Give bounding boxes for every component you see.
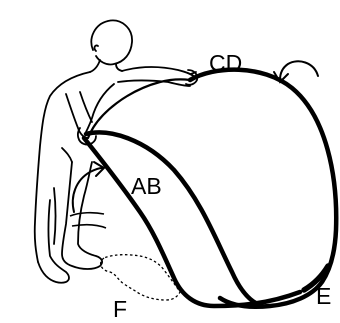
label-e: E bbox=[316, 283, 331, 309]
person-arm-upper bbox=[122, 67, 196, 78]
tent-frame bbox=[84, 70, 336, 307]
fabric-edge bbox=[70, 213, 106, 228]
person-hip bbox=[62, 148, 72, 162]
person-head bbox=[91, 20, 132, 64]
rotation-arrow-ab bbox=[73, 162, 104, 212]
tent-inner-arc bbox=[88, 79, 190, 138]
rotation-arrow-cd bbox=[274, 61, 318, 82]
person-back bbox=[35, 72, 90, 262]
label-cd: CD bbox=[209, 50, 242, 76]
person-leg-inner bbox=[54, 188, 56, 244]
label-ab: AB bbox=[131, 173, 162, 199]
tent-outer-dome bbox=[190, 70, 336, 307]
label-f: F bbox=[113, 296, 127, 322]
person-figure bbox=[35, 20, 197, 282]
tent-front-curve bbox=[84, 138, 300, 306]
person-ear bbox=[95, 45, 98, 51]
person-neck bbox=[90, 60, 122, 72]
